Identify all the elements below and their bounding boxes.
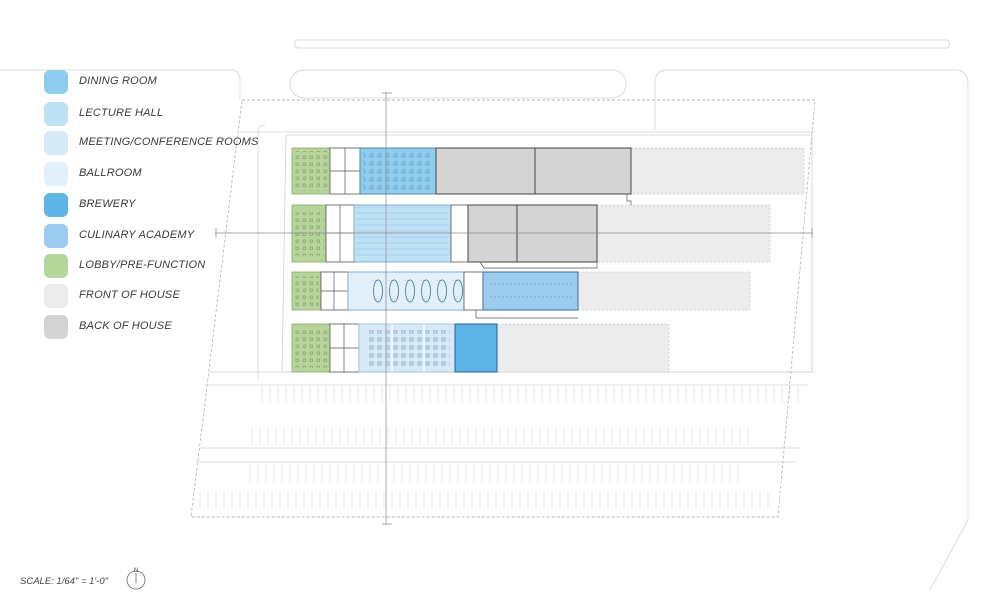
legend-swatch [44,162,68,186]
section-lines [215,92,813,525]
legend-swatch [44,70,68,94]
site-boundary [190,99,816,518]
legend-label: FRONT OF HOUSE [79,289,180,301]
legend-label: BALLROOM [79,167,142,179]
core-grid [330,148,360,194]
legend-label: MEETING/CONFERENCE ROOMS [79,136,259,148]
front-of-house-zone [496,323,670,373]
back-of-house-zone [534,147,632,195]
floor-level-4 [291,323,670,373]
ballroom-table [405,279,415,303]
ballroom-zone [347,271,465,311]
legend-label: BACK OF HOUSE [79,320,172,332]
lecture-hall-seating [356,207,449,260]
back-of-house-zone [467,204,518,263]
ballroom-table [389,279,399,303]
ballroom-table [437,279,447,303]
legend-label: DINING ROOM [79,75,157,87]
legend-label: LOBBY/PRE-FUNCTION [79,259,206,271]
building-outline [281,134,813,373]
lecture-stage [450,204,469,263]
site-context-lines [0,39,969,591]
core-grid [330,324,359,372]
legend-label: LECTURE HALL [79,107,164,119]
legend-swatch [44,131,68,155]
floor-level-3 [291,271,751,311]
front-of-house-zone [596,204,771,263]
north-arrow-icon: N [126,568,146,590]
ballroom-table [453,279,463,303]
lobby-seating [294,212,324,256]
ballroom-table [421,279,431,303]
floor-level-2 [291,204,771,263]
culinary-academy-zone [482,271,579,311]
front-of-house-zone [577,271,751,311]
front-of-house-zone [630,147,805,195]
ballroom-table [373,279,383,303]
back-of-house-zone [516,204,598,263]
legend-swatch [44,315,68,339]
ballroom-service [463,271,484,311]
legend-swatch [44,254,68,278]
culinary-stations [490,283,572,298]
core-grid [321,272,348,310]
legend-swatch [44,102,68,126]
dining-tables [363,152,433,190]
lobby-seating [294,151,328,191]
parking-stalls [199,386,799,508]
brewery-zone [454,323,498,373]
lobby-seating [294,276,319,306]
north-label: N [134,568,138,574]
legend-swatch [44,224,68,248]
scale-label: SCALE: 1/64" = 1'-0" [20,576,109,587]
legend-swatch [44,193,68,217]
legend-label: CULINARY ACADEMY [79,229,195,241]
floor-level-1 [291,147,805,195]
ballroom-tables [373,279,463,303]
level-connectors [475,194,632,319]
back-of-house-zone [435,147,536,195]
lobby-seating [294,330,328,368]
legend-label: BREWERY [79,198,136,210]
legend-swatch [44,284,68,308]
meeting-room-tables [366,330,450,366]
